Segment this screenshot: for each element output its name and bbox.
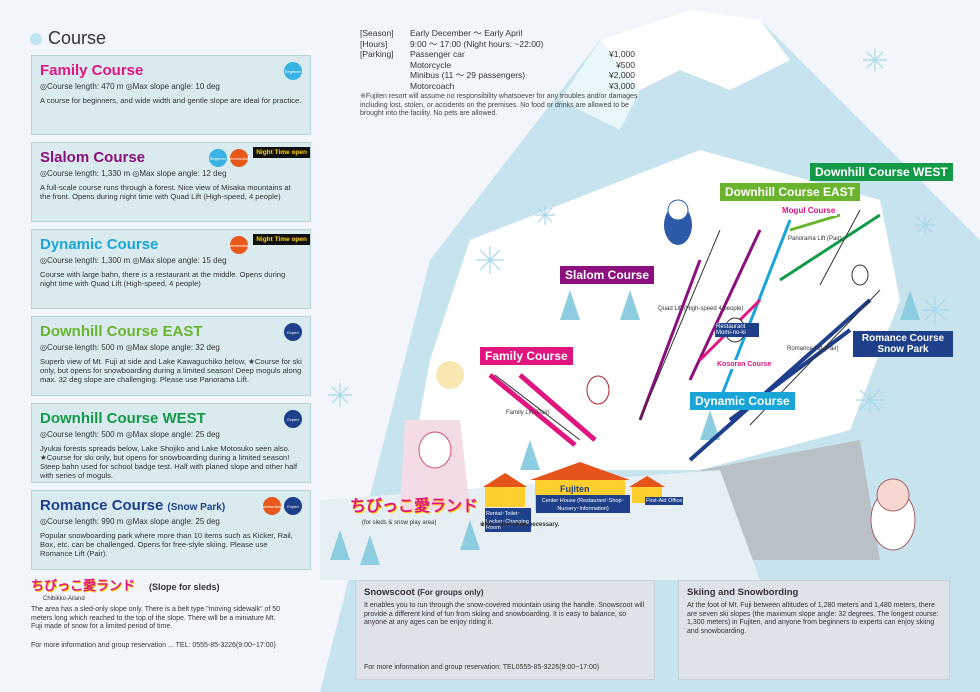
course-card: Dynamic Course ◎Course length: 1,300 m ◎M… <box>31 229 311 309</box>
course-stats: ◎Course length: 1,300 m ◎Max slope angle… <box>40 256 227 265</box>
course-description: A course for beginners, and wide width a… <box>40 96 302 105</box>
parking-row: Minibus (11 ～ 29 passengers)¥2,000 <box>410 70 635 80</box>
course-description: Jyukai forests spreads below, Lake Shoji… <box>40 444 298 480</box>
course-name: Romance Course(Snow Park) <box>40 497 226 514</box>
resort-info: [Season]Early December ～ Early April [Ho… <box>360 28 638 117</box>
level-badge: Expert <box>284 410 302 428</box>
parking-row: Motorcycle¥500 <box>410 59 635 70</box>
level-badge: Expert <box>284 497 302 515</box>
course-name: Family Course <box>40 62 144 79</box>
course-card: Downhill Course WEST ◎Course length: 500 … <box>31 403 311 483</box>
level-badge: Beginner <box>209 149 227 167</box>
label-family: Family Course <box>480 347 573 365</box>
level-badge: Intermediate <box>261 497 283 515</box>
course-description: Course with large bahn, there is a resta… <box>40 270 286 288</box>
label-mogul: Mogul Course <box>780 205 838 216</box>
label-no-reservation: ※No reservation necessary. <box>480 522 560 528</box>
course-description: Popular snowboarding park where more tha… <box>40 531 293 558</box>
mascot-icon <box>418 199 916 551</box>
chibikko-box: ちびっこ愛ランド (Slope for sleds) Chibikko-Aila… <box>31 578 281 649</box>
course-stats: ◎Course length: 470 m ◎Max slope angle: … <box>40 82 220 91</box>
section-title: Course <box>30 28 106 49</box>
course-description: Superb view of Mt. Fuji at side and Lake… <box>40 357 302 384</box>
label-rental: Rental･Toilet･Locker･Changing Room <box>485 508 531 532</box>
label-romance-lift: Romance Lift (Pair) <box>787 346 839 352</box>
course-name: Downhill Course WEST <box>40 410 206 427</box>
level-badge: Intermediate <box>228 236 250 254</box>
label-quad-lift: Quad Lift (High-speed 4 people) <box>658 306 744 312</box>
label-fujiten: Fujiten <box>560 484 590 494</box>
bullet-icon <box>30 32 42 45</box>
night-time-badge: Night Time open <box>253 147 310 158</box>
label-chibikko-sub: (for sleds & snow play area) <box>362 520 437 526</box>
course-card: Family Course ◎Course length: 470 m ◎Max … <box>31 55 311 135</box>
level-badge: Beginner <box>284 62 302 80</box>
course-stats: ◎Course length: 500 m ◎Max slope angle: … <box>40 343 220 352</box>
course-card: Slalom Course ◎Course length: 1,330 m ◎Ma… <box>31 142 311 222</box>
course-stats: ◎Course length: 990 m ◎Max slope angle: … <box>40 517 220 526</box>
label-romance: Romance Course Snow Park <box>853 331 953 357</box>
night-time-badge: Night Time open <box>253 234 310 245</box>
parking-row: Passenger car¥1,000 <box>410 49 635 59</box>
course-name: Downhill Course EAST <box>40 323 203 340</box>
level-badge: Intermediate <box>228 149 250 167</box>
label-downhill-west: Downhill Course WEST <box>810 163 953 181</box>
label-chibikko: ちびっこ愛ランド <box>350 498 479 515</box>
course-name: Slalom Course <box>40 149 146 166</box>
label-kosoran: Kosoran Course <box>715 360 774 369</box>
level-badge: Expert <box>284 323 302 341</box>
course-stats: ◎Course length: 1,330 m ◎Max slope angle… <box>40 169 227 178</box>
course-card: Romance Course(Snow Park) ◎Course length:… <box>31 490 311 570</box>
label-family-lift: Family Lift (Pair) <box>506 410 550 416</box>
label-center-house: Center House (Restaurant･Shop･Nursery･In… <box>536 495 630 513</box>
label-downhill-east: Downhill Course EAST <box>720 183 861 201</box>
snowscoot-box: Snowscoot (For groups only) It enables y… <box>355 580 655 680</box>
label-dynamic: Dynamic Course <box>690 392 795 410</box>
label-restaurant: Restaurant Momi-no-ki <box>715 323 759 337</box>
label-first-aid: First-Aid Office <box>645 497 684 505</box>
label-panorama-lift: Panorama Lift (Pair) <box>788 236 842 242</box>
parking-row: Motorcoach¥3,000 <box>410 80 635 91</box>
course-card: Downhill Course EAST ◎Course length: 500 … <box>31 316 311 396</box>
label-slalom: Slalom Course <box>560 266 655 284</box>
course-stats: ◎Course length: 500 m ◎Max slope angle: … <box>40 430 220 439</box>
skiing-box: Skiing and Snowbording At the foot of Mt… <box>678 580 950 680</box>
course-description: A full-scale course runs through a fores… <box>40 183 291 201</box>
course-name: Dynamic Course <box>40 236 159 253</box>
